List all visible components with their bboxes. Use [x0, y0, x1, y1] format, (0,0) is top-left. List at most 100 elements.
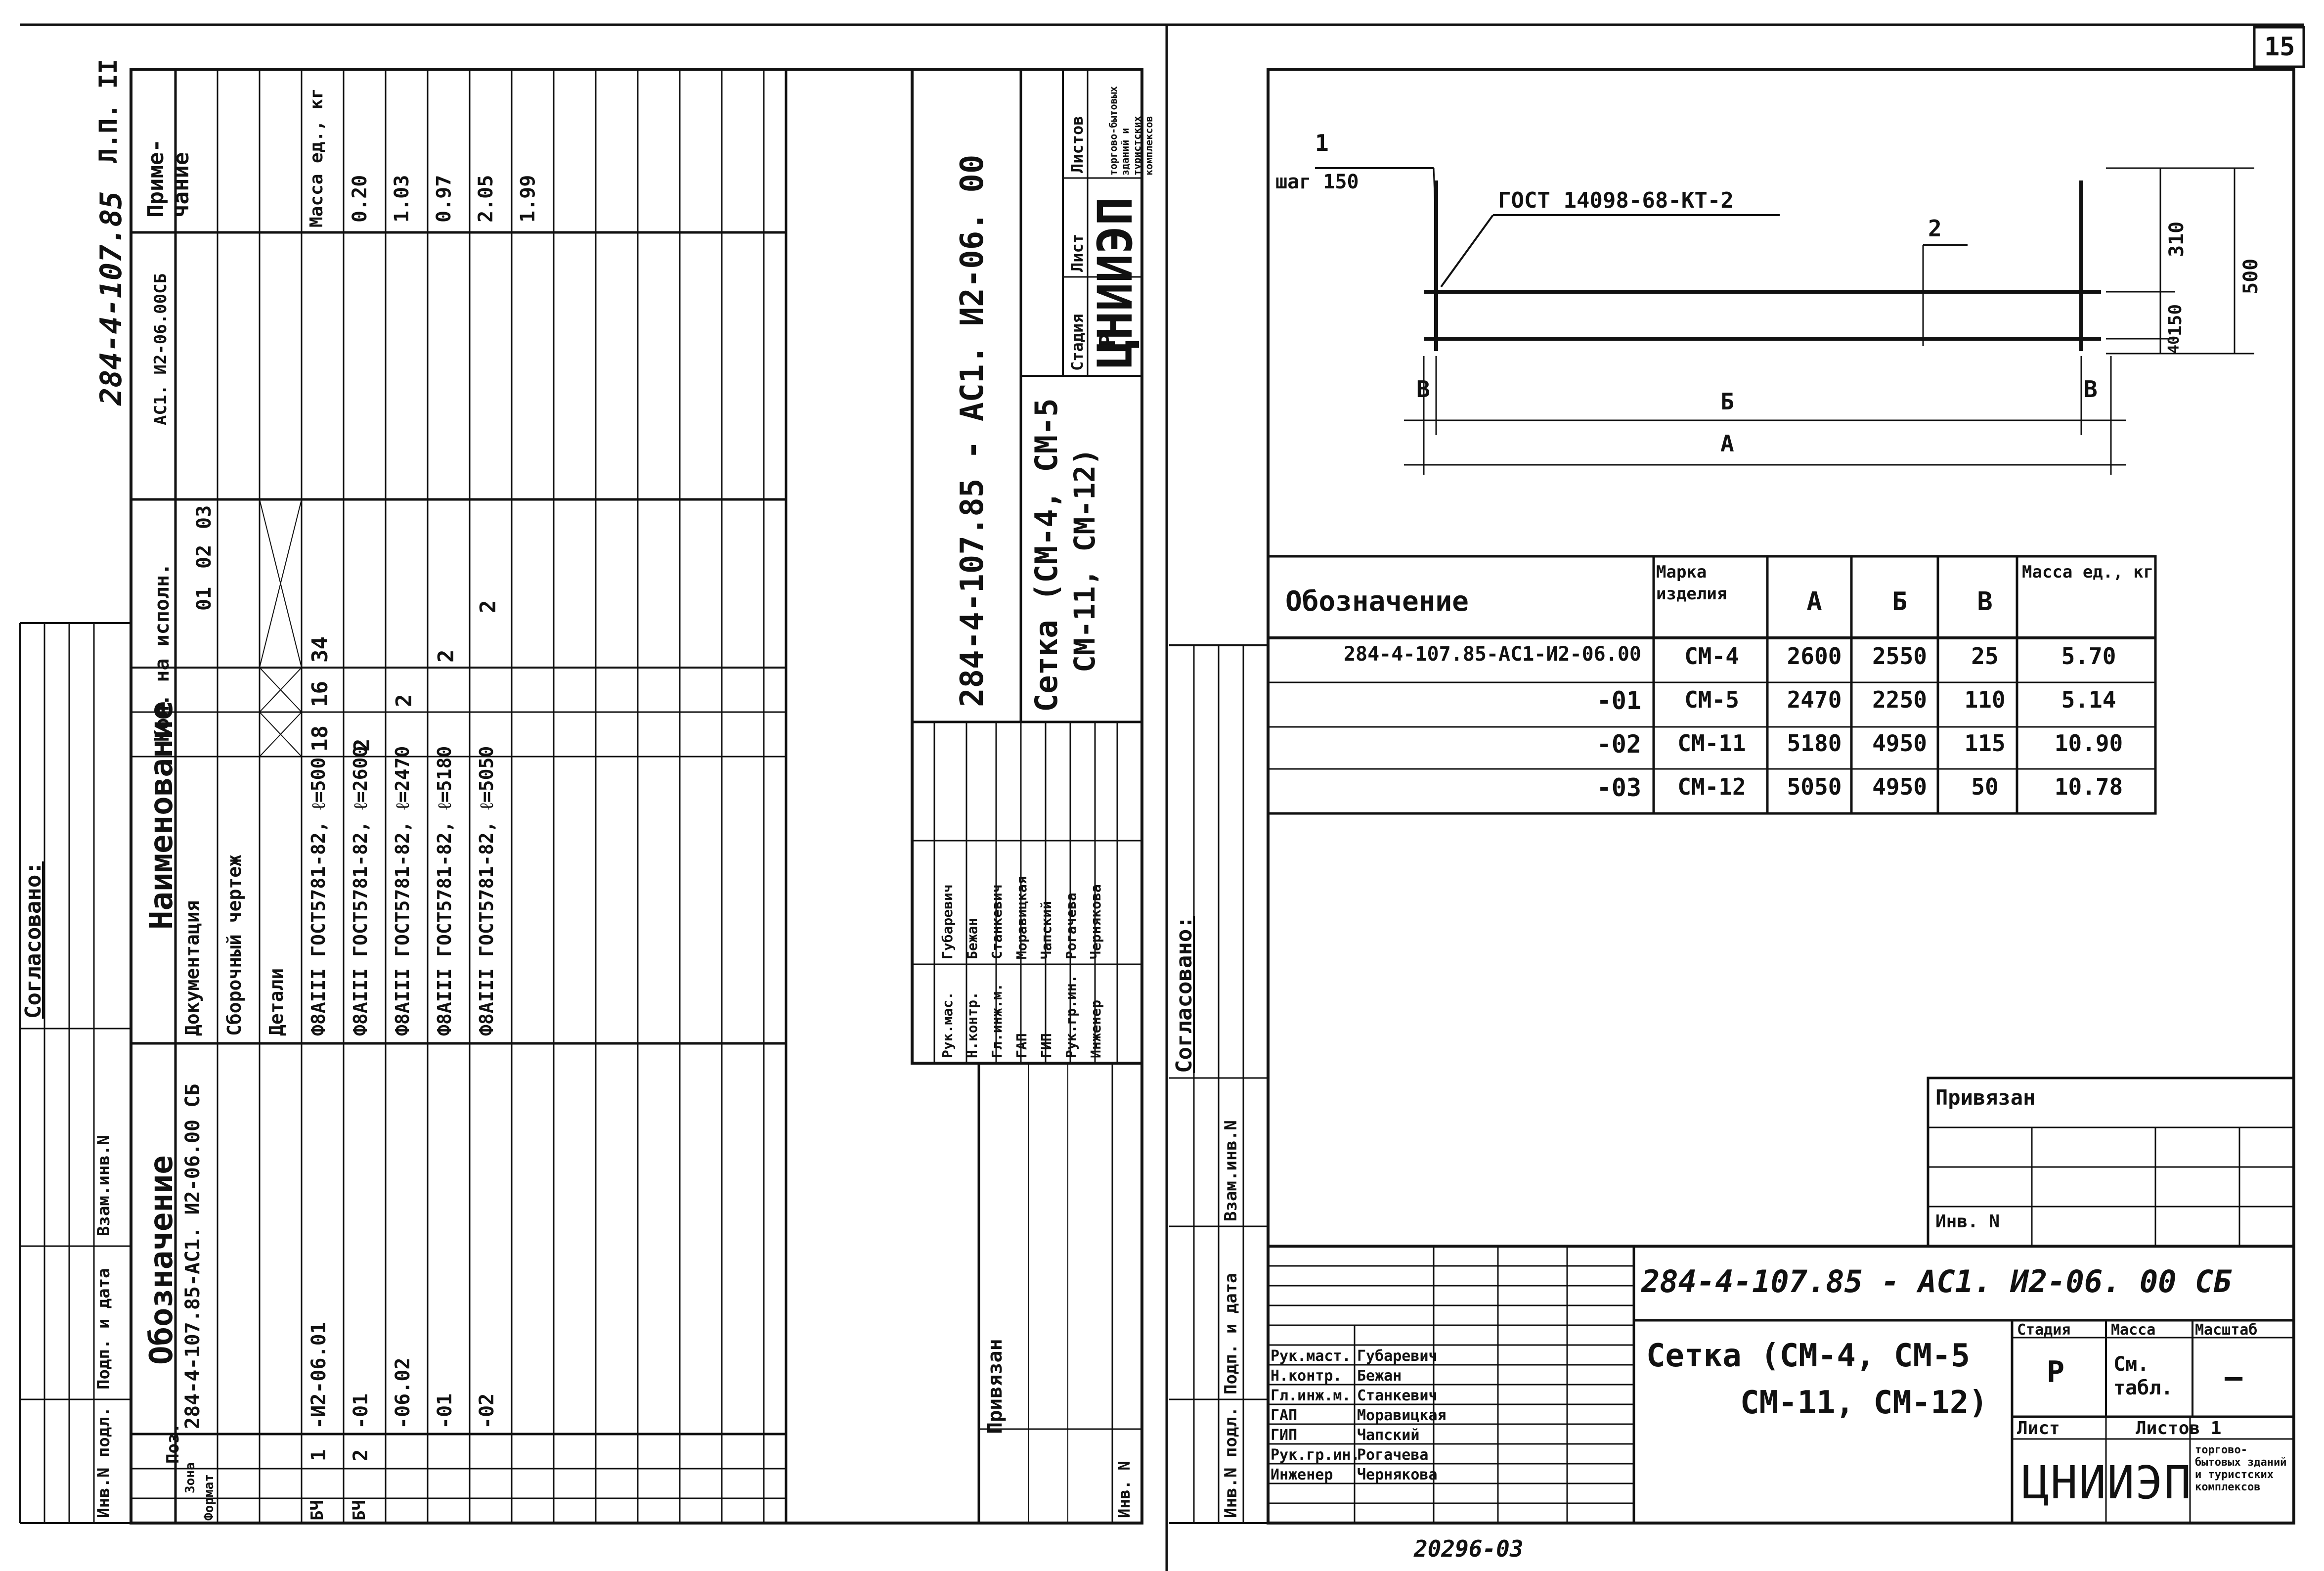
sheet-number: 15	[2264, 32, 2295, 62]
right-tb-title-1: Сетка (СМ-4, СМ-5	[1646, 1338, 1971, 1374]
mass-header: Масса ед., кг	[307, 88, 327, 227]
left-tb-org: ЦНИИЭП	[1088, 197, 1143, 368]
right-tb-mass-value: См. табл.	[2113, 1353, 2173, 1399]
right-tb-scale-label: Масштаб	[2195, 1321, 2258, 1339]
right-tb-inv: Инв. N	[1935, 1212, 2000, 1232]
table-cell: СМ-11	[1677, 730, 1746, 757]
left-tb-inv: Инв. N	[1115, 1461, 1134, 1518]
right-signatory-role: ГИП	[1271, 1427, 1298, 1444]
left-tb-code: 284-4-107.85 - АС1. И2-06. 00	[954, 154, 991, 707]
spec-mass-value: 0.97	[433, 175, 455, 223]
spec-row-pos: 1	[307, 1449, 330, 1461]
spec-row-pos: 2	[350, 1449, 372, 1461]
table-cell: 4950	[1872, 773, 1927, 800]
top-designation: АС1. И2-06.00СБ	[151, 273, 171, 425]
spec-row-qty-00: 18	[307, 725, 333, 752]
spec-mass-value: 1.99	[517, 175, 539, 223]
table-cell: -02	[1596, 730, 1641, 759]
table-cell: 2550	[1872, 643, 1927, 670]
right-tb-org-sub: торгово-бытовых зданий и туристских комп…	[2195, 1444, 2287, 1493]
dim-a: А	[1720, 430, 1734, 457]
left-tb-org-sub: торгово-бытовых зданий и туристских комп…	[1107, 86, 1155, 176]
left-stamp-field-3: Инв.N подл.	[94, 1406, 114, 1518]
spec-row-name: Ф8АIII ГОСТ5781-82, ℓ=2470	[392, 746, 413, 1036]
table-cell: СМ-5	[1684, 686, 1739, 713]
qty-variant-01: 01	[193, 586, 216, 611]
table-header: Масса ед., кг	[2022, 562, 2154, 582]
right-tb-privyazan: Привязан	[1935, 1085, 2036, 1110]
col-header-pos: Поз.	[163, 1423, 183, 1464]
left-signatory-role: ГАП	[1013, 1033, 1030, 1058]
spec-row-qty-02: 2	[434, 649, 459, 663]
spec-row-qty-03: 2	[476, 600, 501, 614]
table-cell: 50	[1971, 773, 1999, 800]
spec-mass-value: 0.20	[349, 175, 371, 223]
col-header-note: Приме-чание	[143, 139, 194, 218]
left-tb-title-2: СМ-11, СМ-12)	[1068, 448, 1101, 673]
left-stamp-field-2: Подп. и дата	[94, 1268, 114, 1390]
right-tb-code: 284-4-107.85 - АС1. И2-06. 00 СБ	[1641, 1263, 2232, 1300]
table-cell: 2600	[1787, 643, 1842, 670]
table-cell: -01	[1596, 686, 1641, 715]
spec-row-name: Сборочный чертеж	[223, 854, 245, 1036]
table-cell: 10.78	[2054, 773, 2123, 800]
right-tb-sheets-label: Листов 1	[2136, 1418, 2222, 1438]
bottom-number: 20296-03	[1414, 1535, 1524, 1562]
spec-row-name: Ф8АIII ГОСТ5781-82, ℓ=5180	[434, 746, 455, 1036]
left-tb-sheet-label: Лист	[1068, 233, 1087, 272]
right-signatory-role: ГАП	[1271, 1407, 1298, 1424]
left-tb-privyazan: Привязан	[984, 1339, 1007, 1434]
spec-row-name: Документация	[181, 900, 203, 1036]
qty-variant-02: 02	[193, 544, 216, 569]
table-cell: 5.70	[2061, 643, 2116, 670]
left-signatory-name: Рогачева	[1063, 893, 1079, 959]
table-header: Марка изделия	[1656, 562, 1727, 604]
left-tb-stage-label: Стадия	[1068, 314, 1087, 371]
table-cell: СМ-4	[1684, 643, 1739, 670]
right-signatory-role: Рук.гр.ин.	[1271, 1446, 1360, 1464]
spec-mass-value: 2.05	[475, 175, 497, 223]
table-cell: 115	[1964, 730, 2006, 757]
spec-row-name: Детали	[265, 968, 287, 1036]
left-signatory-name: Губаревич	[939, 884, 956, 959]
spec-row-designation: 284-4-107.85-АС1. И2-06.00 СБ	[181, 1083, 204, 1429]
dim-40: 40	[2165, 335, 2183, 354]
right-signatory-role: Н.контр.	[1271, 1367, 1342, 1385]
right-tb-stage-label: Стадия	[2017, 1321, 2071, 1339]
table-cell: 4950	[1872, 730, 1927, 757]
right-signatory-role: Рук.маст.	[1271, 1347, 1351, 1365]
table-header: Обозначение	[1285, 585, 1469, 618]
col-header-designation: Обозначение	[143, 1155, 180, 1365]
left-signatory-name: Бежан	[964, 917, 980, 959]
table-cell: 110	[1964, 686, 2006, 713]
table-cell: 5180	[1787, 730, 1842, 757]
right-tb-stage-value: Р	[2047, 1355, 2065, 1390]
dim-v-left: В	[1416, 376, 1430, 403]
gost-label: ГОСТ 14098-68-КТ-2	[1498, 188, 1734, 213]
left-doc-code: 284-4-107.85	[94, 191, 129, 405]
left-stamp-field-1: Взам.инв.N	[94, 1135, 114, 1236]
right-tb-title-2: СМ-11, СМ-12)	[1740, 1385, 1988, 1421]
col-header-zone: Зона	[183, 1462, 198, 1493]
spec-row-designation: -06.02	[392, 1357, 414, 1430]
dim-500: 500	[2239, 258, 2262, 294]
spec-row-format: БЧ	[350, 1500, 369, 1521]
left-signatory-name: Чапский	[1038, 900, 1054, 959]
table-cell: 5.14	[2061, 686, 2116, 713]
spec-row-designation: -01	[350, 1393, 372, 1429]
table-header: А	[1806, 587, 1822, 617]
right-signatory-name: Станкевич	[1357, 1387, 1438, 1404]
left-sheet-label: Л.П. II	[94, 59, 123, 163]
table-cell: 5050	[1787, 773, 1842, 800]
spec-row-name: Ф8АIII ГОСТ5781-82, ℓ=5050	[476, 746, 497, 1036]
spec-row-qty-00: 2	[350, 738, 375, 752]
col-header-format: Формат	[202, 1474, 217, 1521]
table-cell: СМ-12	[1677, 773, 1746, 800]
spec-row-name: Ф8АIII ГОСТ5781-82, ℓ=2600	[350, 746, 371, 1036]
dim-b: Б	[1720, 388, 1734, 415]
right-stamp-field-3: Инв.N подл.	[1221, 1406, 1241, 1518]
col-header-qty: Кол. на исполн.	[151, 563, 174, 742]
dim-310: 310	[2165, 221, 2188, 257]
table-cell: 25	[1971, 643, 1999, 670]
